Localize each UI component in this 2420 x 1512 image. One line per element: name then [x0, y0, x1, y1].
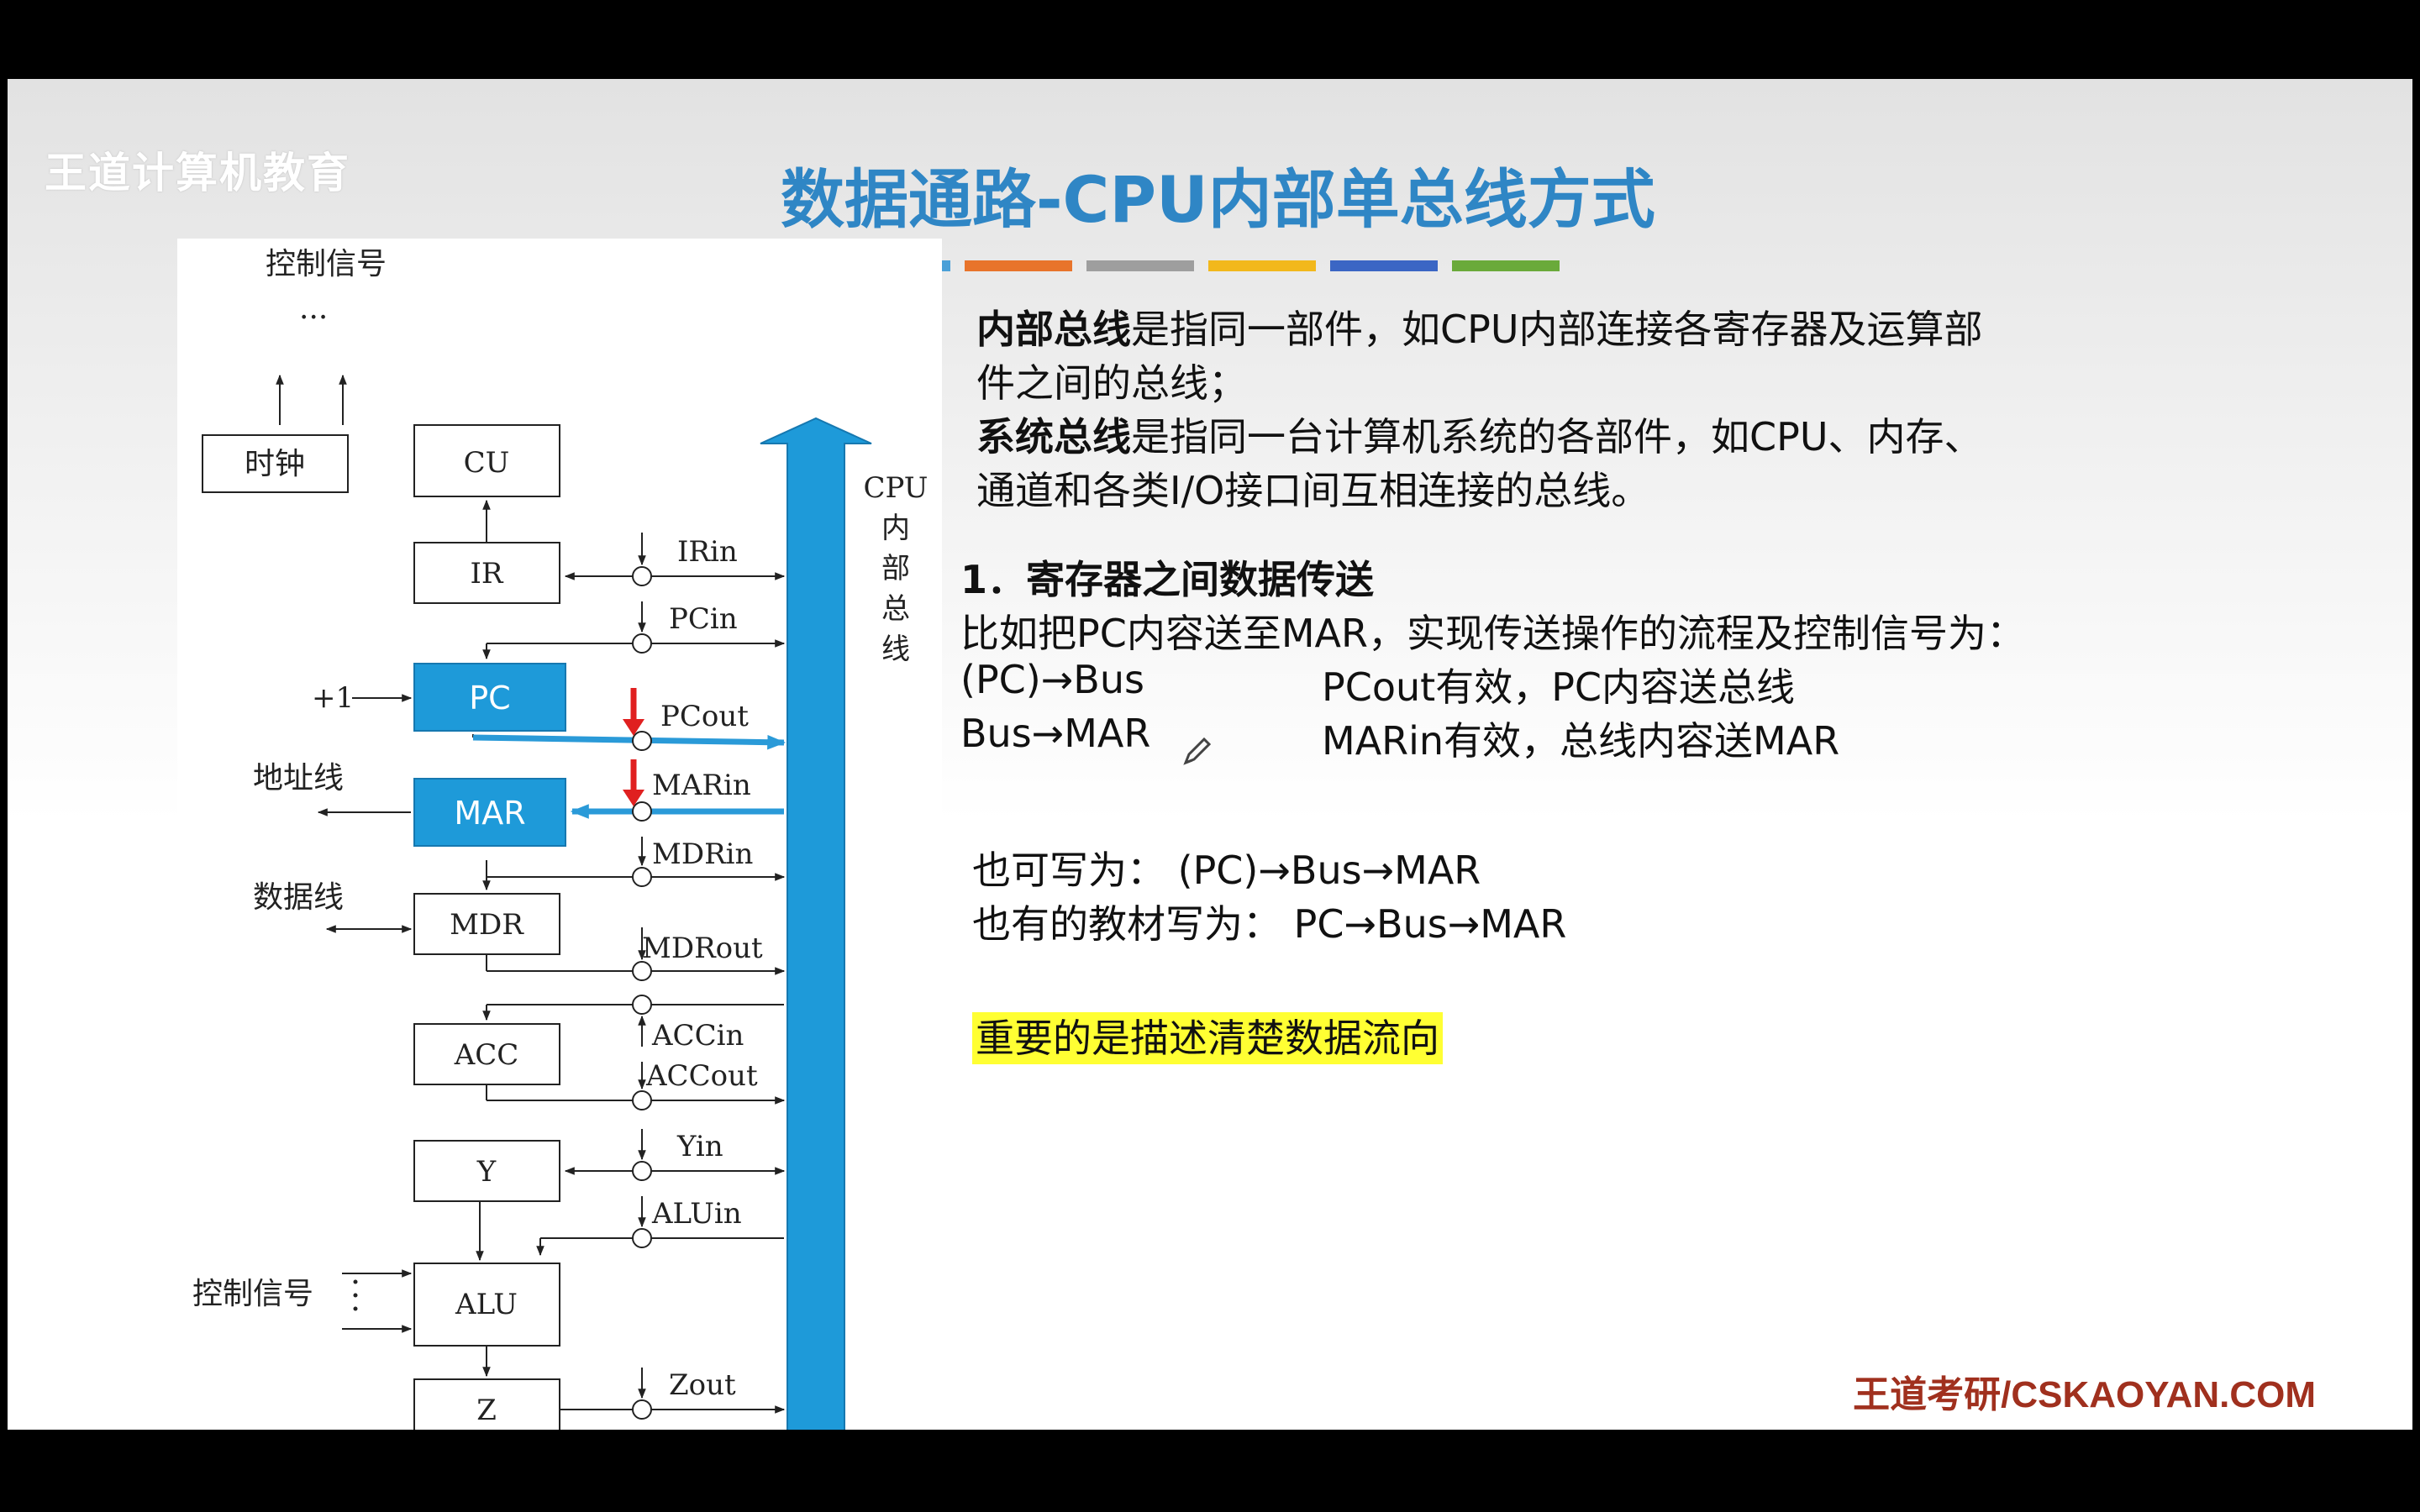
accent-bar	[1452, 260, 1560, 271]
cu-label: CU	[464, 446, 510, 480]
alu-label: ALU	[455, 1288, 518, 1321]
signal-accout: ACCout	[645, 1059, 758, 1093]
cpu-bus-diagram: CPU 内 部 总 线 控制信号 ··· 时钟 CU IR	[177, 239, 942, 1430]
pencil-icon	[1183, 737, 1212, 765]
alu-control-label: 控制信号	[192, 1277, 313, 1311]
data-line-label: 数据线	[253, 880, 344, 915]
step2-expression: Bus→MAR	[960, 711, 1151, 756]
svg-text:CPU: CPU	[864, 471, 929, 505]
clock-box	[202, 434, 349, 493]
address-line-label: 地址线	[253, 761, 344, 795]
pc-box	[413, 663, 566, 732]
alu-box	[413, 1263, 560, 1347]
mdr-box	[413, 893, 560, 955]
slide: 王道计算机教育 数据通路-CPU内部单总线方式 CPU 内 部 总 线	[8, 79, 2412, 1430]
slide-title: 数据通路-CPU内部单总线方式	[781, 162, 1655, 237]
signal-zout: Zout	[669, 1368, 736, 1402]
svg-text:部: 部	[881, 552, 910, 585]
alt-notation-2: 也有的教材写为： PC→Bus→MAR	[972, 901, 1567, 947]
mar-label: MAR	[454, 795, 525, 832]
ir-box	[413, 542, 560, 604]
pc-label: PC	[469, 680, 510, 717]
signal-marin: MARin	[652, 769, 751, 802]
y-box	[413, 1140, 560, 1202]
mar-box	[413, 778, 566, 847]
signal-accin: ACCin	[651, 1019, 744, 1053]
plus-one-label: +1	[312, 681, 354, 715]
ir-label: IR	[470, 557, 503, 591]
system-bus-definition-cont: 通道和各类I/O接口间互相连接的总线。	[976, 468, 1650, 513]
alt-notation-1: 也可写为： (PC)→Bus→MAR	[972, 848, 1481, 893]
brand-watermark: 王道计算机教育	[45, 149, 350, 197]
step2-description: MARin有效，总线内容送MAR	[1322, 718, 1840, 764]
footer-brand: 王道考研/CSKAOYAN.COM	[1853, 1374, 2316, 1415]
clock-label: 时钟	[245, 447, 305, 481]
signal-yin: Yin	[676, 1130, 723, 1163]
section-heading: 1．寄存器之间数据传送	[960, 557, 1375, 602]
accent-bar	[965, 260, 1072, 271]
transfer-intro: 比如把PC内容送至MAR，实现传送操作的流程及控制信号为：	[960, 611, 2025, 656]
mdr-label: MDR	[450, 908, 524, 942]
internal-bus	[760, 417, 872, 1430]
key-point-highlight: 重要的是描述清楚数据流向	[972, 1008, 1443, 1064]
svg-text:内: 内	[881, 512, 910, 545]
cu-box	[413, 424, 560, 497]
bus-label: CPU 内 部 总 线	[864, 471, 929, 666]
system-bus-definition: 系统总线是指同一台计算机系统的各部件，如CPU、内存、	[976, 414, 1983, 459]
signal-aluin: ALUin	[651, 1197, 742, 1231]
accent-bar	[1330, 260, 1438, 271]
step1-description: PCout有效，PC内容送总线	[1322, 664, 1796, 710]
z-label: Z	[476, 1394, 497, 1427]
signal-mdrin: MDRin	[652, 837, 753, 871]
cu-control-label: 控制信号	[266, 247, 387, 281]
svg-text:总: 总	[881, 592, 910, 626]
accent-bar	[1208, 260, 1316, 271]
step1-expression: (PC)→Bus	[960, 657, 1144, 702]
y-label: Y	[476, 1155, 497, 1189]
acc-box	[413, 1023, 560, 1085]
accent-bar	[1086, 260, 1194, 271]
signal-pcout: PCout	[660, 700, 749, 733]
signal-irin: IRin	[677, 535, 738, 569]
acc-label: ACC	[454, 1038, 519, 1072]
signal-pcin: PCin	[669, 602, 738, 636]
internal-bus-definition-cont: 件之间的总线；	[976, 360, 1247, 406]
signal-mdrout: MDRout	[642, 932, 763, 965]
svg-text:线: 线	[881, 633, 910, 666]
internal-bus-definition: 内部总线是指同一部件，如CPU内部连接各寄存器及运算部	[976, 307, 1983, 352]
cu-control-dots: ···	[299, 301, 328, 335]
